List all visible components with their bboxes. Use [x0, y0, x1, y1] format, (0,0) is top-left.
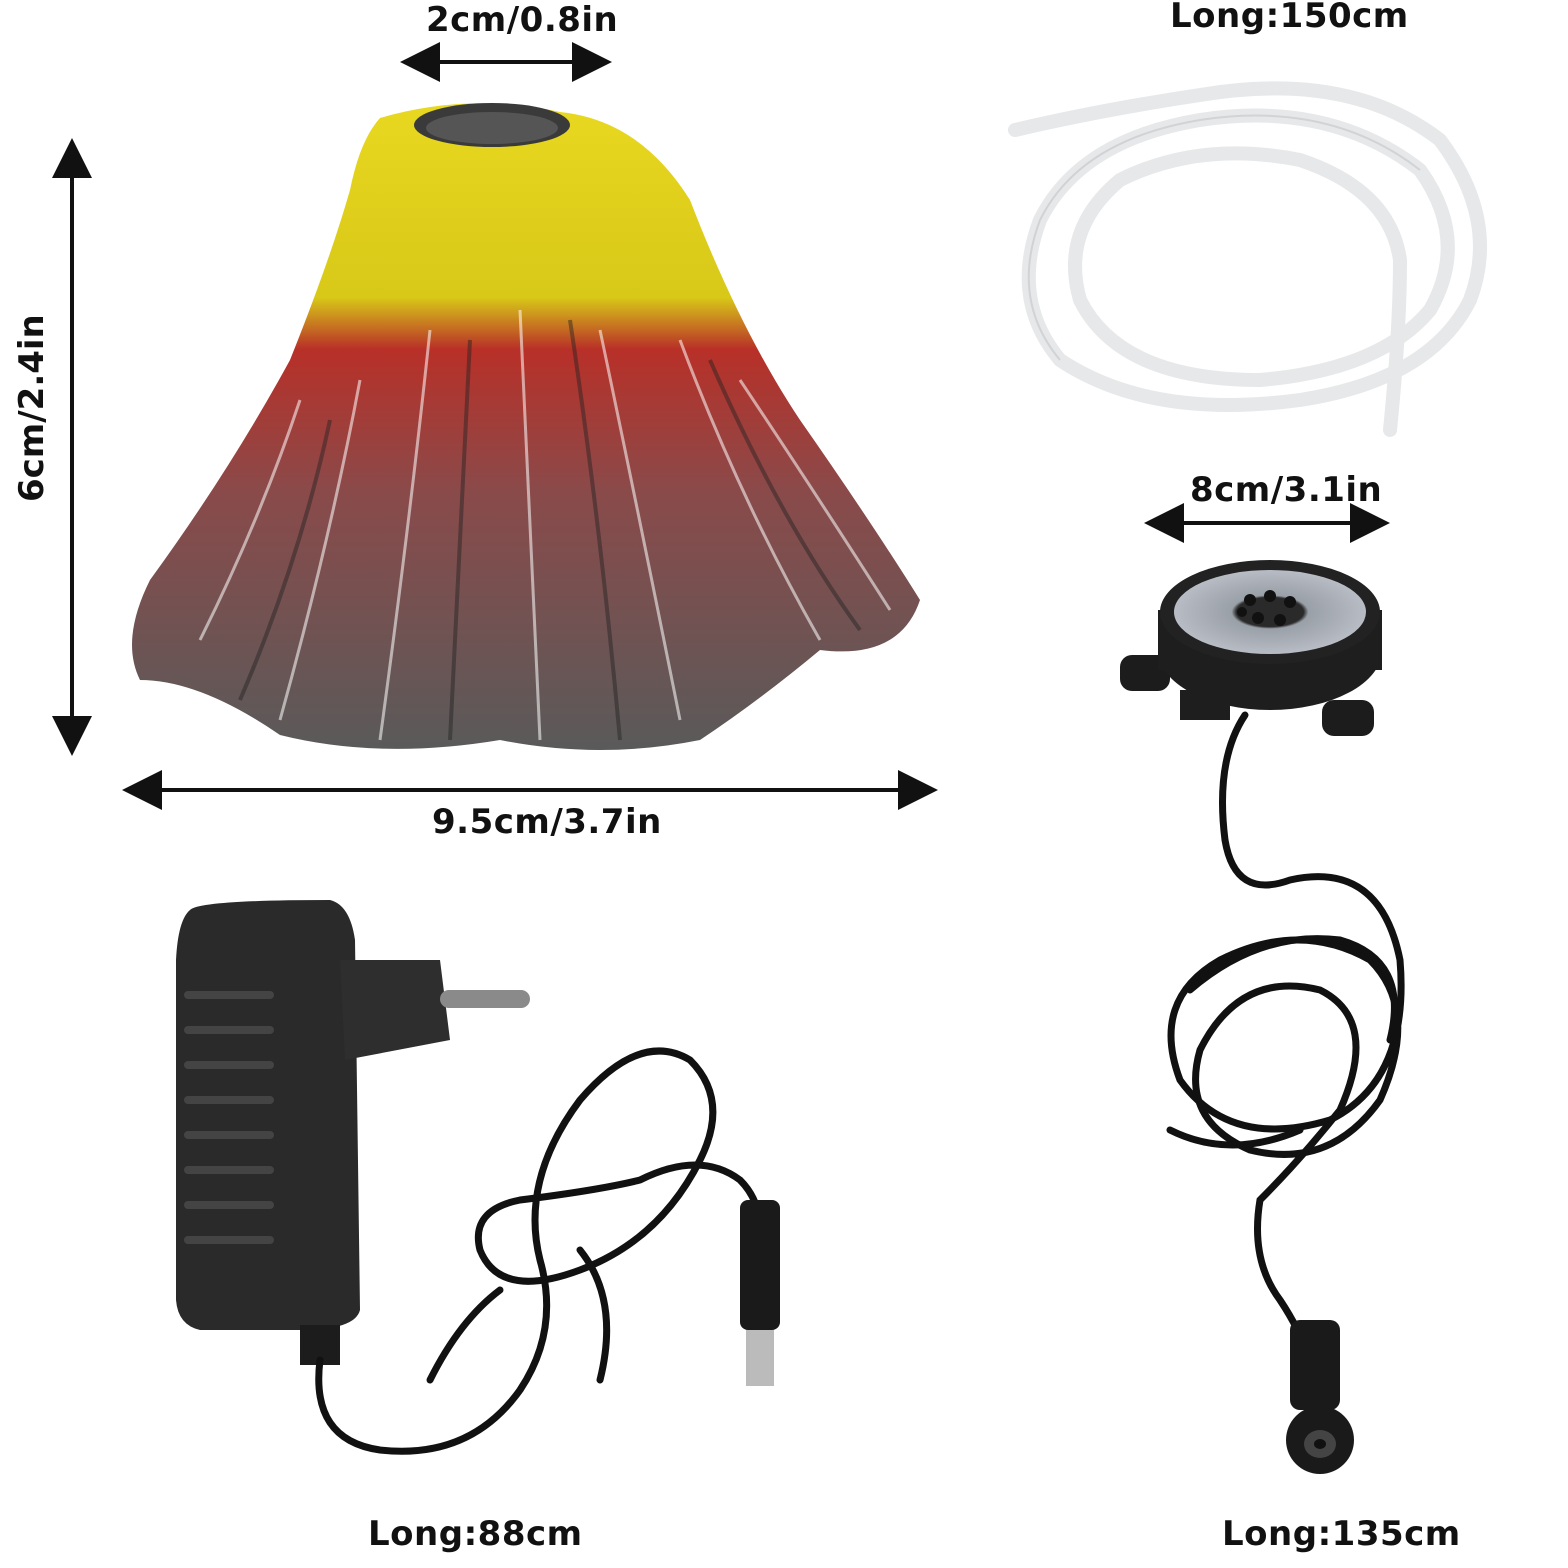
air-tube-coil [1008, 81, 1487, 437]
volcano-height-label: 6cm/2.4in [12, 314, 52, 502]
volcano-ornament [132, 103, 920, 751]
volcano-top-width-label: 2cm/0.8in [426, 0, 619, 40]
volcano-base-width-label: 9.5cm/3.7in [432, 802, 662, 842]
stone-diameter-label: 8cm/3.1in [1190, 470, 1383, 510]
adapter-cable [315, 1047, 764, 1455]
air-stone-cable [1166, 711, 1405, 1364]
adapter-cable-length-label: Long:88cm [368, 1514, 583, 1554]
tube-length-label: Long:150cm [1170, 0, 1409, 36]
adapter-plug [740, 1200, 780, 1330]
stone-cable-length-label: Long:135cm [1222, 1514, 1461, 1554]
power-adapter [176, 900, 530, 1365]
air-stone-plug [1290, 1320, 1340, 1410]
air-stone-light [1120, 560, 1382, 736]
